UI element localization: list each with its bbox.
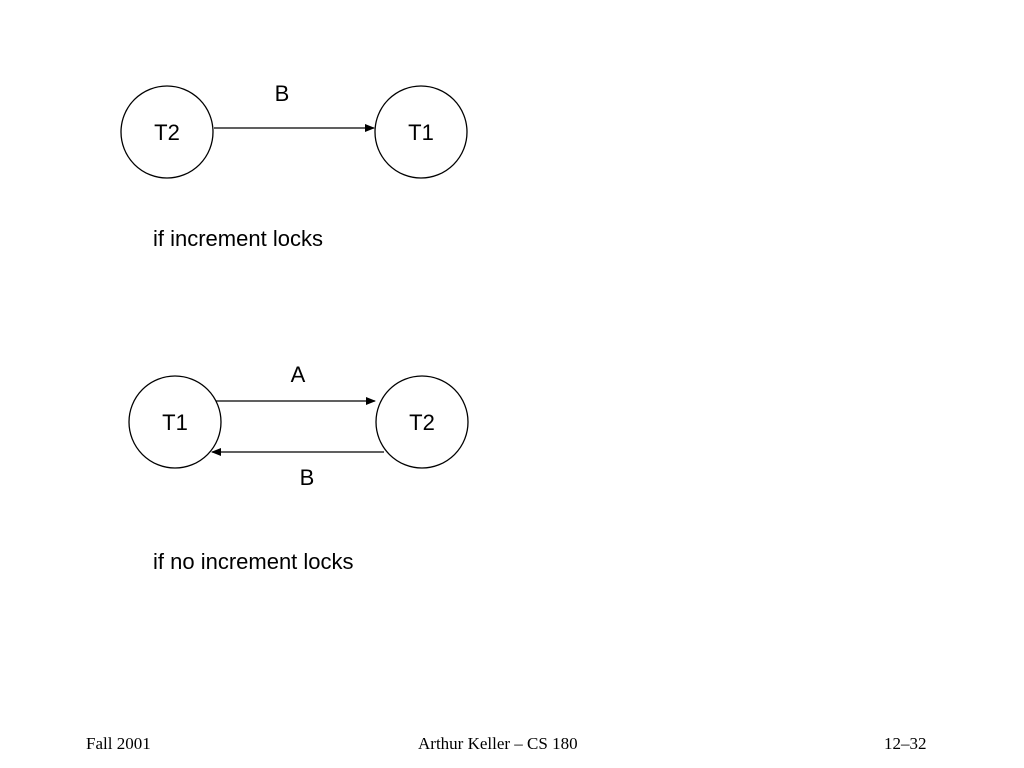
caption-no-increment-locks: if no increment locks — [153, 549, 354, 574]
graph1-edge-label: B — [275, 81, 290, 106]
graph2-edge-top-label: A — [291, 362, 306, 387]
graph-increment-locks: T2 T1 B — [120, 81, 468, 179]
graph1-node-right — [374, 85, 468, 179]
caption-increment-locks: if increment locks — [153, 226, 323, 251]
graph2-node-left-label: T1 — [162, 410, 188, 435]
graph-no-increment-locks: T1 T2 A B — [128, 362, 469, 490]
graph1-node-left-label: T2 — [154, 120, 180, 145]
graph2-node-right-label: T2 — [409, 410, 435, 435]
footer-date: Fall 2001 — [86, 734, 151, 753]
graph2-node-right — [375, 375, 469, 469]
graph2-edge-bottom-label: B — [300, 465, 315, 490]
footer-page-number: 12–32 — [884, 734, 927, 753]
footer-author: Arthur Keller – CS 180 — [418, 734, 578, 753]
graph1-node-right-label: T1 — [408, 120, 434, 145]
graph2-node-left — [128, 375, 222, 469]
graph1-node-left — [120, 85, 214, 179]
